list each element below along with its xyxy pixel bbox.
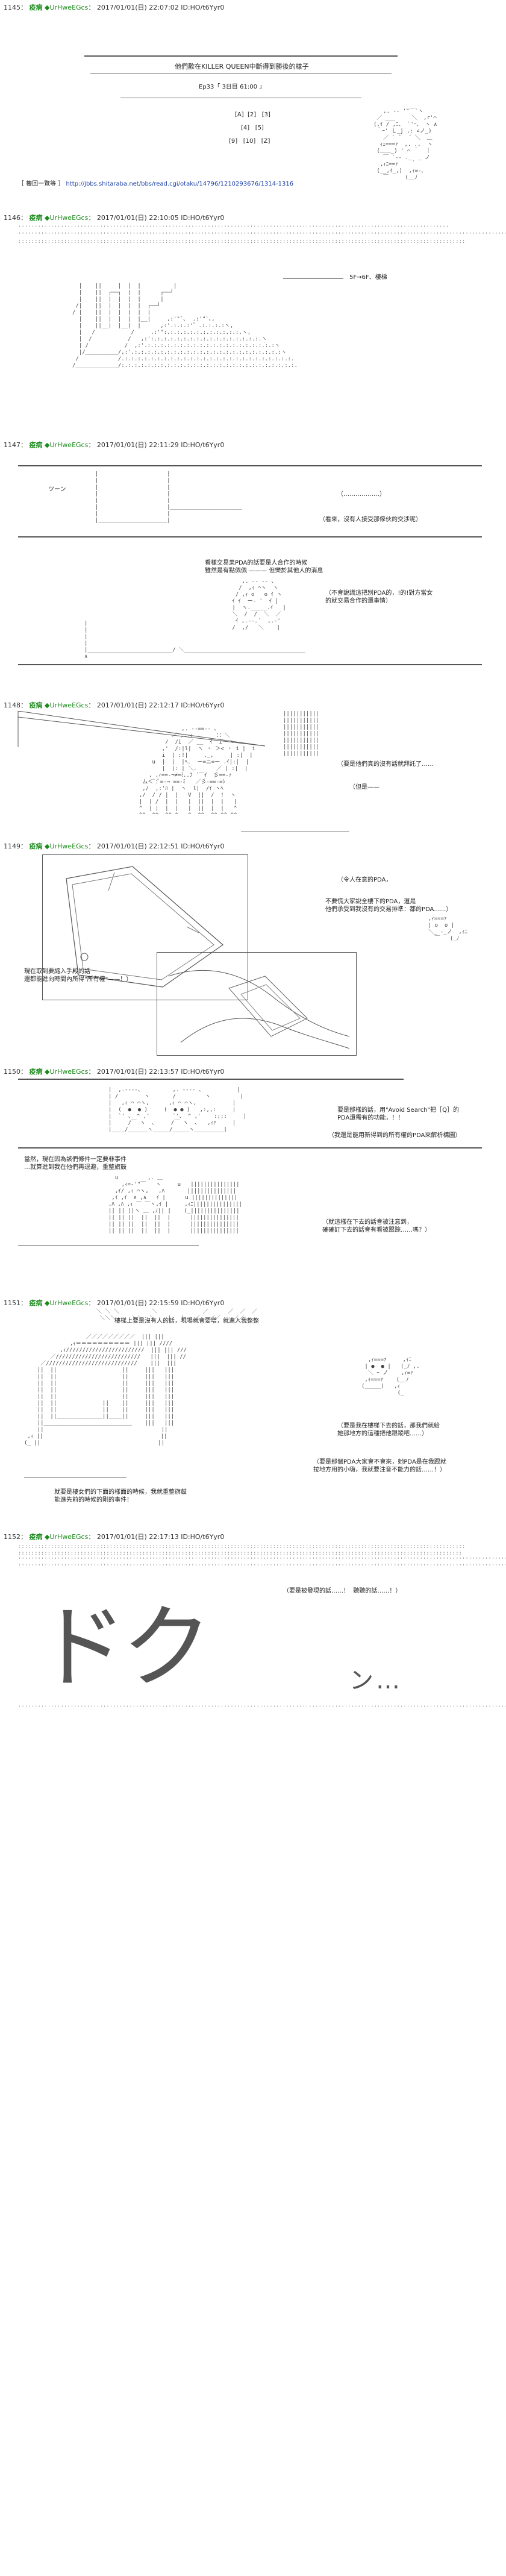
speech-text: 現在取到要縮入手殿的話 還都能進向時間內所得"所有權"——！） [24,968,133,983]
poster-trip: ◆UrHweEGcs [45,701,89,709]
poster-name[interactable]: 疫病 [29,214,43,222]
speech-text: （就這樣在下去的話會被注意到， 確確訂下去的話會有看被跟踪……嗎？） [322,1219,431,1233]
post-date: 2017/01/01(日) 22:12:17 ID:HO/t6Yyr0 [96,701,225,709]
ascii-art-doorway: ／／／／／／／／／ ||| ||| ,ｨ＝＝＝＝＝＝＝＝＝＝ ||| ||| /… [24,1334,187,1446]
post-date: 2017/01/01(日) 22:17:13 ID:HO/t6Yyr0 [96,1533,225,1541]
ascii-burst: ＼ ＼ ＼ ＼ ／ ／ ／ ／ ＼＼＼ ＼＼ ＼ | | ／ ／／ ／／ [96,1309,258,1321]
speech-text: 看樣交易果PDA的話要是人合作的時候 雖然是有點佩佩 ——— 但樂於其他人的消息 [205,560,323,574]
post-number: 1151 [4,1299,20,1307]
ascii-art-crowd: u ,. ＿ ,ｨ=-'"￣ ヽ u ||||||||||||||| ,ｲ/ ,… [108,1175,242,1234]
poster-name[interactable]: 疫病 [29,4,43,11]
ascii-art-character: ,. -‐ ‐- 、 / ,ｨ ⌒ヽ ヽ / ,ｨ o o ｲ ヽ ｲ ｲ ー-… [232,578,286,631]
speech-text: （要是他們真的沒有話就拜託了…… [337,761,434,768]
ascii-art-small-figure: ,ｨ===ｧ ,ｨﾆ | ● ● | (_ﾉ ,. ＼ ｰ ノ ,ｨ=ｧ ,ｨ=… [361,1357,420,1396]
divider [18,1079,404,1080]
poster-trip: ◆UrHweEGcs [45,1533,89,1541]
divider [84,55,398,57]
poster-trip: ◆UrHweEGcs [45,1068,89,1076]
poster-name[interactable]: 疫病 [29,441,43,449]
post-header: 1151： 疫病 ◆UrHweEGcs： 2017/01/01(日) 22:15… [4,1299,225,1307]
post-header: 1145： 疫病 ◆UrHweEGcs： 2017/01/01(日) 22:07… [4,4,225,11]
speech-text: 當然，現在因為該們條件一定要非事件 …就算進到我在他們再退避，重整旗鼓 [24,1156,126,1171]
diagonal-lines [17,711,266,747]
divider [18,664,482,665]
ascii-texture: ::::::::::::::::::::::::::::::::::::::::… [18,1544,506,1570]
poster-trip: ◆UrHweEGcs [45,214,89,222]
speech-text: 就要是樓女們的下面的樣面的時候，我就重整旗鼓 能進先前的時候的剛的事件！ [54,1489,187,1503]
ascii-art-door: | | | | | | | | | | | |_________________… [95,471,242,524]
speech-text: （要是我在樓梯下去的話，那我們就給 她那地方的這種把他跟蹤吧……） [337,1423,440,1437]
ascii-art-figure: ,. -‐ '"￣`ヽ ／ ___ ＼ ,r'⌒ (,ｲ / ,ﾆ、 `'ｰ、 … [373,108,437,181]
post-header: 1148： 疫病 ◆UrHweEGcs： 2017/01/01(日) 22:12… [4,701,225,709]
poster-trip: ◆UrHweEGcs [45,4,89,11]
episode-subtitle: Ep33「 3日目 61:00 」 [199,84,266,90]
panel-frame [157,952,357,1056]
post-number: 1152 [4,1533,20,1541]
ascii-texture: ''''''''''''''''''''''''''''''''''''''''… [18,1705,506,1711]
poster-name[interactable]: 疫病 [29,1068,43,1076]
ascii-art-small-figure: ,ｨ===ｧ | o o | ＼_ -_ノ ,ｨﾆ ￣ (_ﾉ [428,916,467,942]
location-caption: 5F→6F、樓梯 [349,274,387,281]
speech-text: （令人在意的PDA， [337,877,392,883]
speech-text: 樓梯上要是沒有人的話，現場就會要增，就進入我整整 [114,1318,259,1324]
poster-name[interactable]: 疫病 [29,701,43,709]
post-header: 1152： 疫病 ◆UrHweEGcs： 2017/01/01(日) 22:17… [4,1533,225,1541]
post-date: 2017/01/01(日) 22:10:05 ID:HO/t6Yyr0 [96,214,225,222]
divider [18,1147,482,1149]
ascii-art-character: ,. -‐==‐- 、 ／ ,: : ：：＼ / /i ／ __ ｲ i ヽ ,… [139,726,255,818]
poster-name[interactable]: 疫病 [29,1533,43,1541]
post-number: 1149 [4,842,20,850]
speech-text: （看來，沒有人接受那傢伙的交涉呢） [319,516,422,523]
ascii-texture: ''''''''''''''''''''''''''''''''''''''''… [18,225,506,245]
ascii-art-bars: ||||||||||| ||||||||||| ||||||||||| ||||… [283,711,319,757]
post-header: 1146： 疫病 ◆UrHweEGcs： 2017/01/01(日) 22:10… [4,214,225,222]
post-number: 1146 [4,214,20,222]
pda-device-drawing [66,866,223,988]
ascii-art-frame: | | | | |__________________________/ ＼__… [84,621,305,660]
ascii-art-staircase: | || | | | | | || ┌──┐ | | ┌──┘ | || | |… [72,283,298,369]
post-header: 1150： 疫病 ◆UrHweEGcs： 2017/01/01(日) 22:13… [4,1068,225,1076]
divider [18,465,482,466]
post-number: 1145 [4,4,20,11]
divider [18,536,482,537]
poster-trip: ◆UrHweEGcs [45,1299,89,1307]
poster-name[interactable]: 疫病 [29,1299,43,1307]
index-row: [9] [10] [Z] [229,138,270,145]
thread-list-link[interactable]: ［ 樓回一覽等 ］ http://jbbs.shitaraba.net/bbs/… [18,178,293,187]
post-date: 2017/01/01(日) 22:11:29 ID:HO/t6Yyr0 [96,441,225,449]
episode-title: 他們歡在KILLER QUEEN中斷得到勝後的樣子 [175,63,309,71]
speech-text: （但是—— [349,784,380,791]
sound-effect-tail: ン… [349,1667,402,1694]
poster-trip: ◆UrHweEGcs [45,441,89,449]
post-header: 1149： 疫病 ◆UrHweEGcs： 2017/01/01(日) 22:12… [4,842,225,850]
poster-name[interactable]: 疫病 [29,842,43,850]
list-label: ［ 樓回一覽等 ］ [18,181,64,187]
speech-text: 不要慌大家說全樓下的PDA，還是 他們承受到我沒有的交易排準：都的PDA……） [325,898,452,913]
speech-text: （………………） [337,491,386,498]
poster-trip: ◆UrHweEGcs [45,842,89,850]
post-date: 2017/01/01(日) 22:15:59 ID:HO/t6Yyr0 [96,1299,225,1307]
sound-effect-dokun: ドク [36,1596,212,1700]
post-number: 1148 [4,701,20,709]
post-date: 2017/01/01(日) 22:13:57 ID:HO/t6Yyr0 [96,1068,225,1076]
post-date: 2017/01/01(日) 22:07:02 ID:HO/t6Yyr0 [96,4,225,11]
speech-text: （不會說謊這把別PDA的，!的!對方當女 的就交易合作的還事情） [325,590,433,604]
speech-text: （要是被發現的話……！ 聽聽的話……！） [283,1588,402,1594]
index-row: [A] [2] [3] [235,111,270,118]
divider [18,1245,199,1246]
speech-text: 要是那樣的話，用"Avoid Search"把［Q］的 PDA還需有的功能，！！ [337,1107,460,1121]
hand-holding-pda-drawing [168,970,350,1049]
panel-frame [42,854,248,1000]
post-number: 1150 [4,1068,20,1076]
divider [283,278,343,279]
ascii-art-faces: | ,.-‐‐-、 ,. -‐‐- 、 | | / ヽ / ヽ | | ,ｨ ⌒… [108,1087,247,1133]
sound-effect: ツーン [48,486,66,493]
speech-text: （我還是能用新得到的所有權的PDA來解析構圖） [328,1132,461,1139]
post-date: 2017/01/01(日) 22:12:51 ID:HO/t6Yyr0 [96,842,225,850]
list-url[interactable]: http://jbbs.shitaraba.net/bbs/read.cgi/o… [66,181,294,187]
index-row: [4] [5] [241,125,264,131]
speech-text: （要是那個PDA大家會不會來，她PDA是在我跟就 拉地方用的小嗨，我就要注音不能… [313,1459,446,1473]
post-header: 1147： 疫病 ◆UrHweEGcs： 2017/01/01(日) 22:11… [4,441,225,449]
post-number: 1147 [4,441,20,449]
